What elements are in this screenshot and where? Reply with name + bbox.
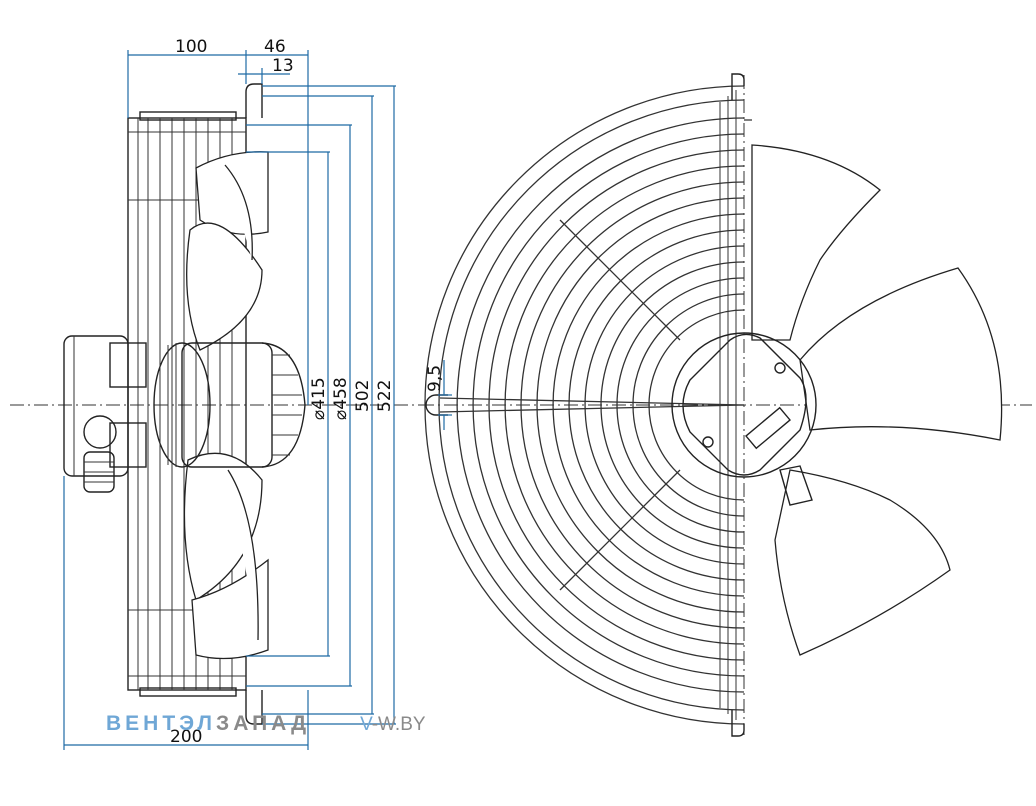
- front-motor-hub: [671, 332, 817, 506]
- dim-415-label: ⌀415: [309, 377, 329, 420]
- side-motor: [153, 342, 306, 468]
- watermark-part-a: ВЕНТ: [106, 712, 180, 735]
- dim-slot-label: 9,5: [425, 365, 445, 392]
- watermark-part-d: V: [360, 714, 372, 735]
- dim-100-label: 100: [175, 37, 207, 57]
- side-dimensions: [63, 50, 396, 750]
- dim-502-label: 502: [353, 380, 373, 412]
- front-grill: [424, 73, 753, 737]
- dim-200-label: 200: [170, 727, 202, 747]
- side-blades: [183, 151, 269, 660]
- watermark-part-c: ЗАПАД: [216, 712, 311, 735]
- dim-46-label: 46: [264, 37, 286, 57]
- slot-dimension: [438, 360, 452, 430]
- watermark-part-e: -W.BY: [371, 714, 426, 735]
- side-view: 100 46 13 200 ⌀415 ⌀458 502 522: [10, 37, 420, 750]
- front-blades: [751, 144, 1003, 656]
- front-view: 9,5: [420, 73, 1032, 737]
- side-terminal-box: [63, 335, 147, 493]
- dim-522-label: 522: [375, 380, 395, 412]
- dim-13-label: 13: [272, 56, 294, 76]
- dim-458-label: ⌀458: [331, 377, 351, 420]
- watermark-part-b: ЭЛ: [179, 712, 217, 735]
- watermark-logo: ВЕНТЭЛЗАПАД V-W.BY: [106, 712, 426, 736]
